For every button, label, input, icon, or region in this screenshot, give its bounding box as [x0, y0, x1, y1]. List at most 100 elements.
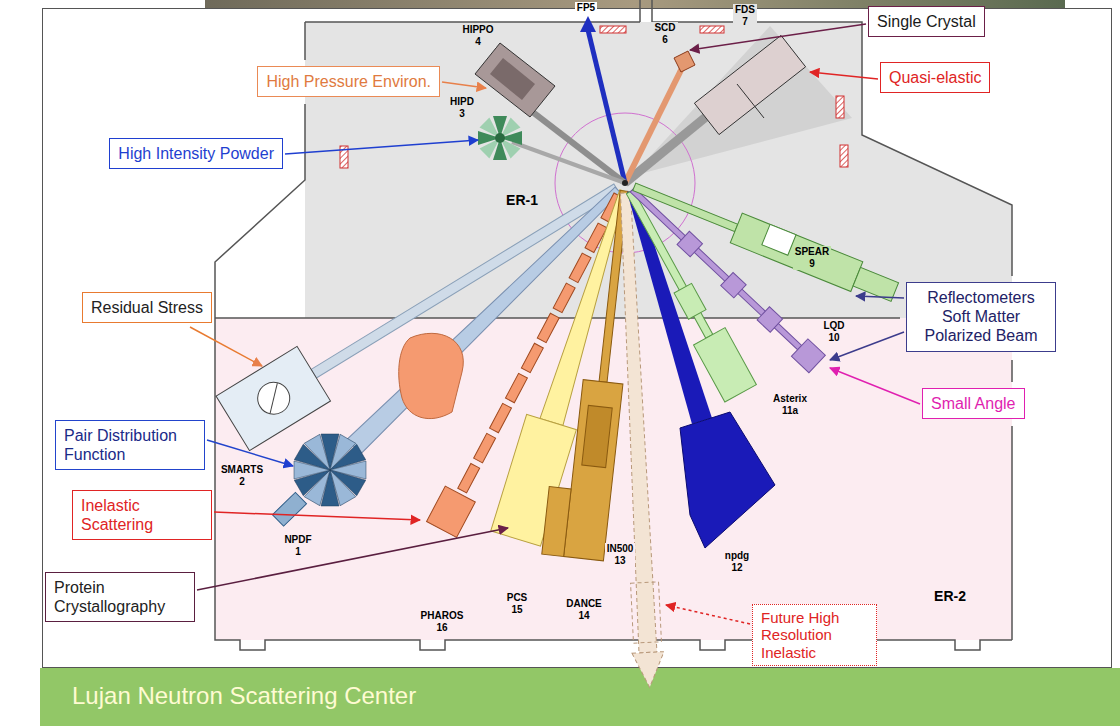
leader-arrow	[856, 296, 904, 298]
leader-arrow	[810, 72, 878, 79]
fds-instrument	[694, 35, 805, 134]
instrument-body	[791, 339, 825, 373]
guide-segment	[474, 433, 496, 462]
callout-text: Residual Stress	[91, 298, 203, 317]
detector-bank	[479, 117, 504, 142]
callout-text: High Intensity Powder	[118, 144, 274, 163]
hippo-instrument	[475, 43, 555, 117]
hipd-detector	[478, 116, 522, 160]
instrument-label: npdg 12	[723, 550, 751, 574]
callout-box: High Intensity Powder	[109, 138, 283, 169]
callout-box: Small Angle	[922, 388, 1025, 419]
instrument-block	[757, 307, 782, 332]
callout-box: Reflectometers Soft Matter Polarized Bea…	[906, 282, 1056, 352]
instrument-body	[730, 213, 863, 291]
instrument-body	[216, 346, 330, 450]
callout-text: Quasi-elastic	[889, 68, 981, 87]
leader-arrow	[214, 512, 420, 520]
instrument-block	[677, 231, 702, 256]
banner-title: Lujan Neutron Scattering Center	[72, 682, 416, 710]
pharos-shield	[399, 333, 464, 418]
guide-segment	[505, 373, 527, 402]
slide-panel	[43, 9, 1112, 668]
instrument-body	[564, 380, 623, 561]
leader-arrow	[197, 528, 508, 590]
guide-segment	[490, 403, 512, 432]
callout-box: Residual Stress	[82, 292, 212, 323]
building-wall	[215, 0, 1012, 650]
instrument-core	[582, 405, 612, 467]
hippo-beam	[530, 110, 625, 183]
fp5-arrow	[580, 16, 596, 32]
instrument-body	[694, 328, 757, 402]
callout-box: Single Crystal	[868, 6, 985, 37]
instrument-label: SPEAR 9	[793, 246, 831, 270]
instrument-block	[542, 487, 571, 557]
hipd-beam	[512, 142, 625, 183]
callout-box: Future High Resolution Inelastic	[752, 604, 877, 666]
instrument-block	[721, 272, 746, 297]
callout-text: Protein Crystallography	[54, 578, 186, 616]
beam-stop	[272, 492, 306, 526]
instrument-label: HIPPO 4	[460, 24, 495, 48]
instrument-body	[427, 486, 476, 537]
callout-text: Reflectometers Soft Matter Polarized Bea…	[915, 288, 1047, 346]
shield-block	[840, 145, 848, 167]
callout-text: Inelastic Scattering	[81, 496, 203, 534]
spear-beamline	[628, 172, 901, 307]
leader-arrow	[442, 82, 486, 88]
instrument-label: Asterix 11a	[771, 393, 809, 417]
callout-text: High Pressure Environ.	[266, 72, 431, 91]
shield-block	[700, 26, 724, 33]
callout-box: Inelastic Scattering	[72, 490, 212, 540]
leader-arrow	[190, 327, 262, 366]
instrument-label: ER-1	[504, 192, 540, 209]
instrument-label: FDS 7	[733, 4, 757, 28]
instrument-label: SMARTS 2	[219, 464, 265, 488]
callout-box: Pair Distribution Function	[55, 420, 205, 470]
detector-bank	[304, 434, 338, 474]
guide-segment	[569, 253, 591, 282]
beam-guide	[630, 188, 802, 350]
callout-box: Quasi-elastic	[880, 62, 990, 93]
leader-arrow	[830, 368, 920, 404]
guide-segment	[521, 343, 543, 372]
instrument-label: LQD 10	[821, 320, 846, 344]
callout-text: Single Crystal	[877, 12, 976, 31]
leader-arrow	[690, 24, 866, 50]
instrument-label: SCD 6	[652, 22, 677, 46]
shield-block	[836, 96, 844, 118]
instrument-label: ER-2	[932, 588, 968, 605]
banner-bar	[40, 668, 1120, 726]
sample-position	[495, 133, 505, 143]
instrument-block	[674, 283, 706, 319]
instrument-label: FP5	[575, 2, 597, 14]
scd-beam	[625, 64, 684, 183]
instrument-label: IN500 13	[605, 543, 636, 567]
leader-arrow	[666, 605, 750, 624]
instrument-label: PCS 15	[505, 592, 530, 616]
fds-detail	[737, 84, 764, 118]
sample-line	[259, 383, 289, 413]
smarts-beamline	[216, 161, 633, 451]
instrument-window	[762, 224, 796, 255]
callout-text: Pair Distribution Function	[64, 426, 196, 464]
guide-segment	[537, 313, 559, 342]
asterix-beamline	[614, 183, 756, 402]
callout-text: Small Angle	[931, 394, 1016, 413]
spallation-target	[622, 180, 628, 186]
hippo-core	[490, 58, 535, 100]
instrument-label: NPDF 1	[282, 534, 313, 558]
guide-segment	[553, 283, 575, 312]
npdg-instrument	[680, 412, 775, 548]
shield-block	[600, 26, 626, 33]
sample-stage	[252, 376, 296, 420]
lqd-beamline	[624, 181, 825, 373]
beam-guide	[633, 183, 738, 232]
callout-box: High Pressure Environ.	[257, 66, 440, 97]
npdf-detector	[294, 434, 366, 506]
guide-segment	[458, 463, 480, 492]
callout-box: Protein Crystallography	[45, 572, 195, 622]
